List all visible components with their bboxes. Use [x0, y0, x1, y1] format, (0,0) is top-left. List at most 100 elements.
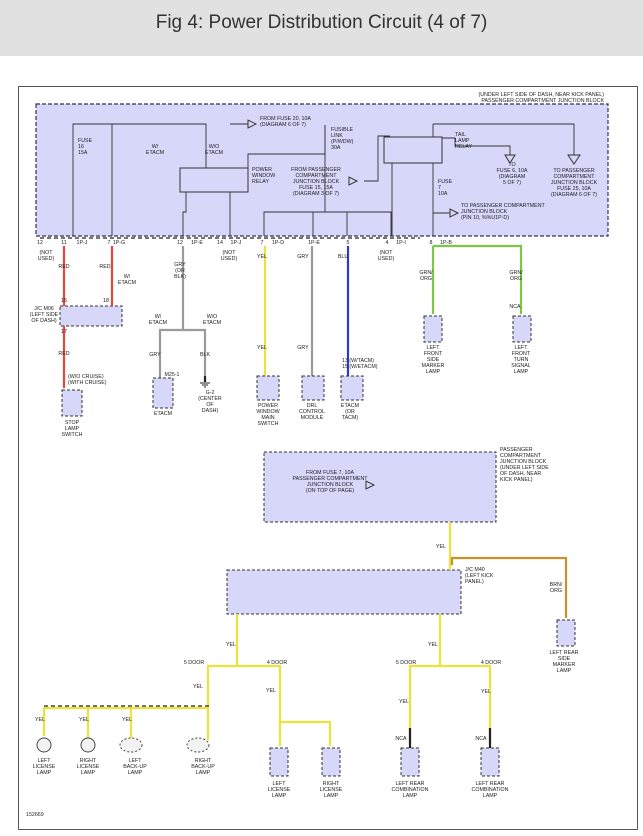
ref-triangle-pcjb25 [567, 154, 581, 165]
five-door-left: 5 DOOR [184, 660, 204, 666]
pin-label: 1P-D [272, 240, 284, 246]
mid-junction-block [263, 451, 497, 523]
wire-label-blu: BLU [338, 254, 348, 260]
wire-brown-lr [450, 556, 568, 618]
wire-label-yel-r: YEL [428, 642, 438, 648]
pin-label: 5 [347, 240, 350, 246]
etacm-label: ETACM [154, 411, 172, 417]
ground-symbol-g2 [200, 382, 210, 388]
left-license-lamp-5door [269, 747, 289, 777]
passenger-junction-block-top [35, 103, 609, 237]
right-license-lamp-5door [321, 747, 341, 777]
wire-label-yel2: YEL [257, 345, 267, 351]
wire-yellow-lights [42, 706, 208, 736]
wire-yellow-4door [237, 664, 332, 746]
etacm-module [152, 377, 174, 409]
pin-label: 11 [61, 240, 67, 246]
page-header: Fig 4: Power Distribution Circuit (4 of … [0, 0, 643, 56]
wire-label-yel-4: YEL [266, 688, 276, 694]
etacm-pins-label: 13 (W/TACM)15 (W/ETACM) [342, 358, 378, 370]
pin-label: 1P-B [440, 240, 452, 246]
left-license-lamp [36, 737, 52, 753]
wire-label-yel-lrc2: YEL [481, 689, 491, 695]
wire-label-yel-lrc1: YEL [399, 699, 409, 705]
four-door-left: 4 DOOR [267, 660, 287, 666]
internal-wiring [72, 123, 575, 236]
m25-label: M25-1 [164, 372, 179, 378]
wire-label-nca2: NCA [395, 736, 407, 742]
cruise-label: (W/O CRUISE)(WITH CRUISE) [68, 374, 107, 386]
wire-label-w-etacm: W/ETACM [118, 274, 136, 286]
wire-label-nca3: NCA [475, 736, 487, 742]
ref-triangle-pcjb15 [348, 176, 359, 186]
left-backup-lamp [119, 737, 143, 753]
pin-label: 14 [217, 240, 223, 246]
wire-label-grn-org2: GRN/ORG [509, 270, 523, 282]
wire-yellow-right-2 [440, 664, 492, 744]
right-backup-lamp [186, 737, 210, 753]
ref-triangle-fuse20 [247, 119, 258, 129]
pin-label: 1P-E [308, 240, 320, 246]
etacm-or-tacm [340, 375, 364, 401]
wire-label-gry2: GRY [149, 352, 161, 358]
pin-label: 1P-J [77, 240, 88, 246]
jc-m40-block [226, 569, 462, 615]
fig-id-label: 152669 [26, 812, 44, 818]
ref-triangle-fuse6 [504, 154, 516, 164]
four-door-right: 4 DOOR [481, 660, 501, 666]
wire-label-yel-5: YEL [193, 684, 203, 690]
wire-label-gry3: GRY [297, 345, 309, 351]
five-door-right: 5 DOOR [396, 660, 416, 666]
wire-label-red2: RED [99, 264, 110, 270]
wire-yellow-right [408, 614, 442, 744]
diagram-frame [18, 86, 638, 830]
left-front-side-marker-lamp [423, 315, 443, 343]
from-fuse20-label: FROM FUSE 20, 10A(DIAGRAM 6 OF 7) [260, 116, 311, 128]
pin-label: 4 [386, 240, 389, 246]
pin-label: 1P-J [231, 240, 242, 246]
pin-label: 7 [261, 240, 264, 246]
power-window-main-switch [256, 375, 280, 401]
ref-triangle-pin [449, 208, 460, 218]
top-block-label: (UNDER LEFT SIDE OF DASH, NEAR KICK PANE… [479, 92, 605, 104]
pin-label: 7 [108, 240, 111, 246]
wire-gray-etacm [181, 246, 207, 376]
wire-label-yel-l1: YEL [35, 717, 45, 723]
w-etacm-label: W/ETACM [146, 144, 164, 156]
wire-label-brn-org: BRN/ORG [550, 582, 563, 594]
wire-label-nca1: NCA [509, 304, 521, 310]
wire-label-yel-l: YEL [226, 642, 236, 648]
wire-label-blk: BLK [200, 352, 210, 358]
wire-label-red3: RED [58, 351, 69, 357]
page-title: Fig 4: Power Distribution Circuit (4 of … [155, 12, 488, 33]
wire-label-yel-mid: YEL [436, 544, 446, 550]
pin-label: 12 [177, 240, 183, 246]
